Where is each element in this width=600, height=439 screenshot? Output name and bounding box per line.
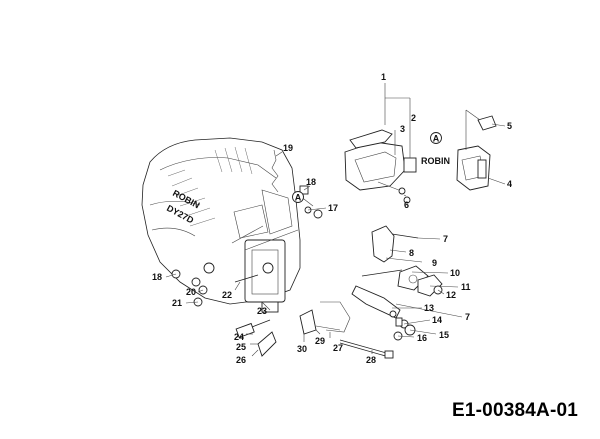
reference-markers: A A <box>292 132 442 203</box>
marker-a-right-label: A <box>433 134 440 144</box>
callout-7a: 7 <box>443 234 448 244</box>
callout-2: 2 <box>411 113 416 123</box>
bracket-text: ROBIN <box>421 156 450 166</box>
bracket-assembly: ROBIN <box>344 129 450 195</box>
callout-25: 25 <box>236 342 246 352</box>
callout-numbers: 1 2 3 4 5 6 7 7 8 9 10 11 12 13 14 15 16… <box>152 72 512 365</box>
linkage-parts <box>299 225 443 335</box>
callout-29: 29 <box>315 336 325 346</box>
callout-27: 27 <box>333 343 343 353</box>
callout-10: 10 <box>450 268 460 278</box>
marker-a-left-label: A <box>295 193 302 203</box>
right-bracket <box>456 109 497 191</box>
callout-3: 3 <box>400 124 405 134</box>
callout-23: 23 <box>257 306 267 316</box>
marker-a-right <box>430 132 442 144</box>
callout-11: 11 <box>461 282 471 292</box>
callout-12: 12 <box>446 290 456 300</box>
engine-badge: ROBIN DY27D <box>165 188 201 226</box>
callout-16: 16 <box>417 333 427 343</box>
callout-14: 14 <box>432 315 442 325</box>
diagram-code: E1-00384A-01 <box>452 400 578 421</box>
callout-4: 4 <box>507 179 512 189</box>
callout-28: 28 <box>366 355 376 365</box>
callout-9: 9 <box>432 258 437 268</box>
engine-block <box>141 137 301 305</box>
callout-13: 13 <box>424 303 434 313</box>
callout-5: 5 <box>507 121 512 131</box>
leader-lines <box>165 83 506 357</box>
callout-6: 6 <box>404 200 409 210</box>
callout-26: 26 <box>236 355 246 365</box>
callout-20: 20 <box>186 287 196 297</box>
callout-18a: 18 <box>306 177 316 187</box>
callout-19: 19 <box>283 143 293 153</box>
callout-21: 21 <box>172 298 182 308</box>
callout-22: 22 <box>222 290 232 300</box>
callout-30: 30 <box>297 344 307 354</box>
callout-1: 1 <box>381 72 386 82</box>
callout-18b: 18 <box>152 272 162 282</box>
callout-24: 24 <box>234 332 244 342</box>
callout-7b: 7 <box>465 312 470 322</box>
callout-15: 15 <box>439 330 449 340</box>
marker-a-left <box>292 191 304 203</box>
callout-17: 17 <box>328 203 338 213</box>
callout-8: 8 <box>409 248 414 258</box>
